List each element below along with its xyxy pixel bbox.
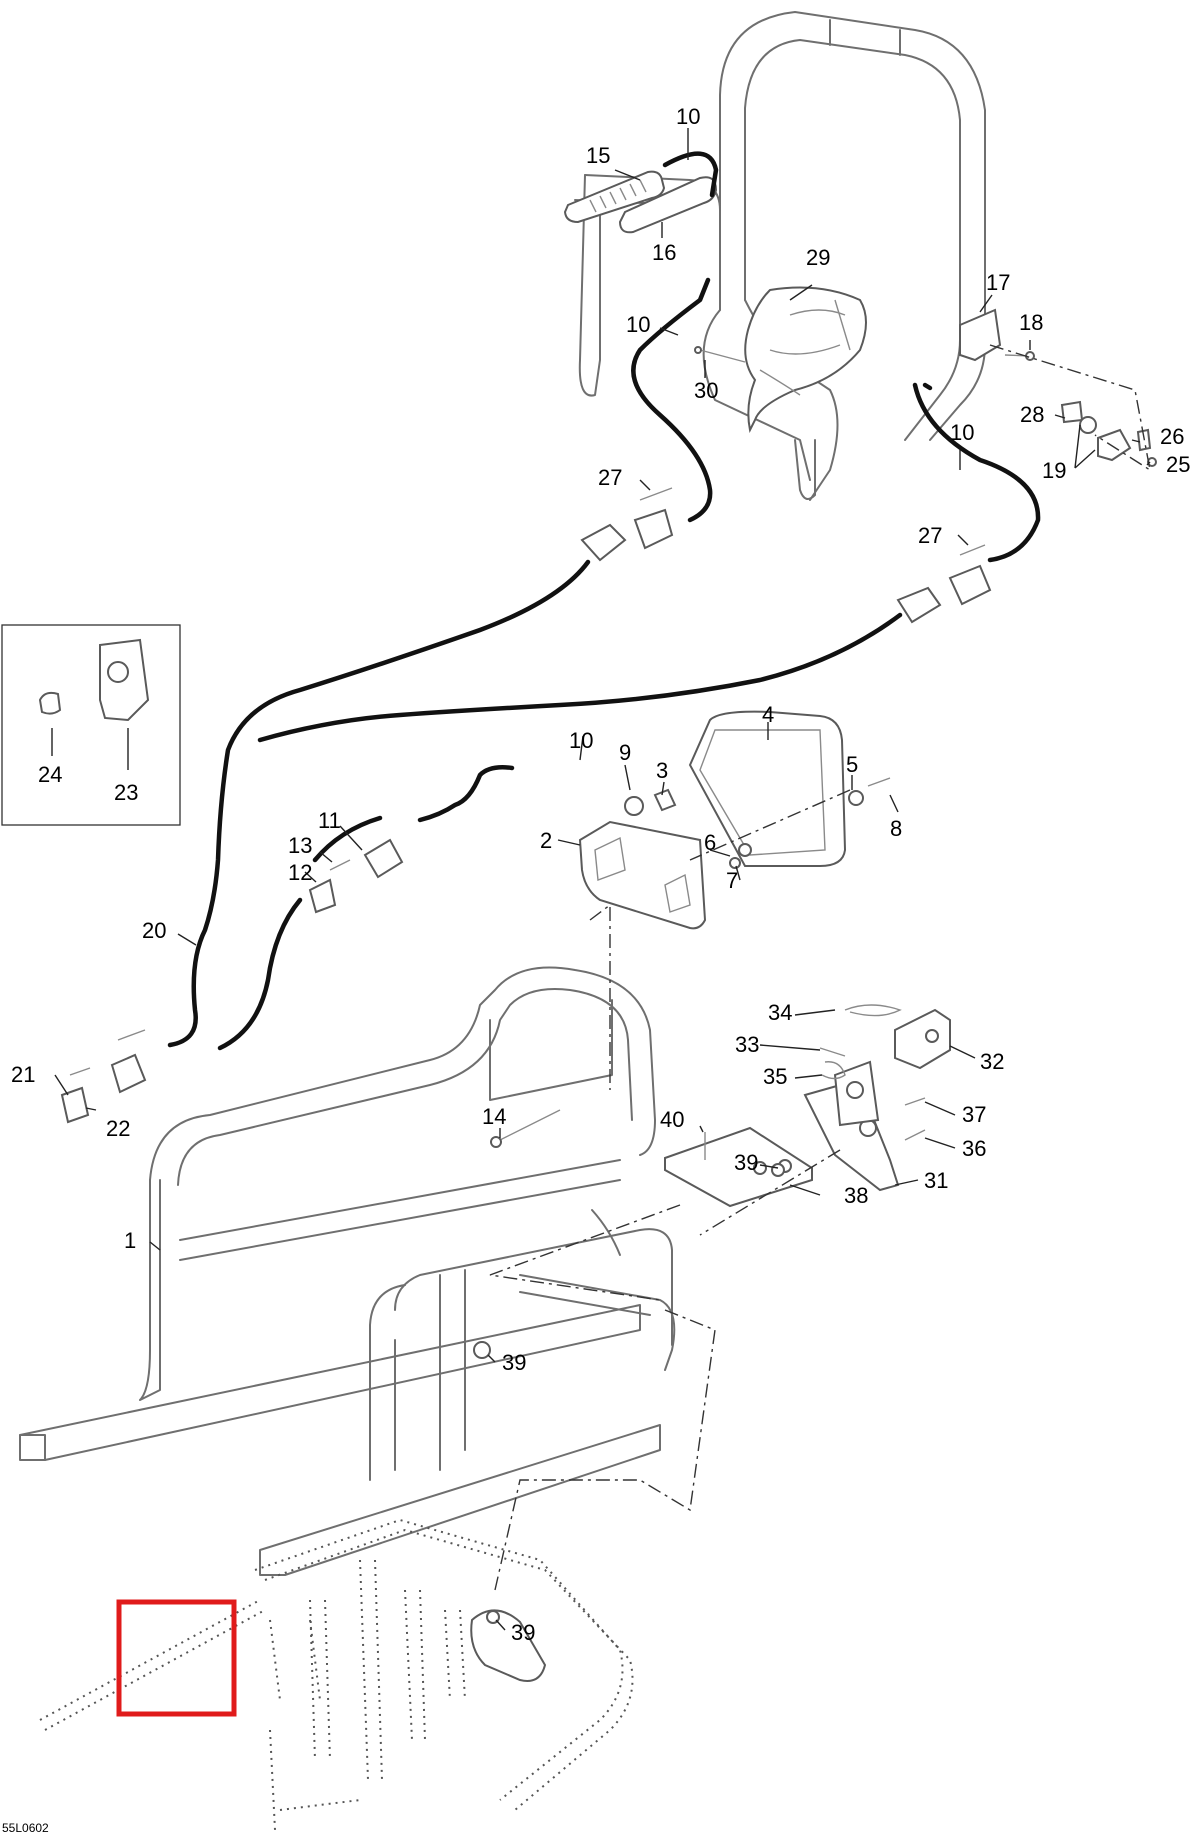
connector-12 (308, 878, 337, 914)
callout-16: 16 (652, 240, 676, 265)
hand-grip (563, 170, 666, 224)
callout-23: 23 (114, 780, 138, 805)
connector-pair-right (896, 544, 992, 624)
callout-1: 1 (124, 1228, 136, 1253)
callout-40: 40 (660, 1107, 684, 1132)
callout-35: 35 (763, 1064, 787, 1089)
callout-10: 10 (569, 728, 593, 753)
detail-inset (1, 624, 181, 826)
callout-39: 39 (502, 1350, 526, 1375)
leader-lines (51, 128, 1151, 1631)
callout-38: 38 (844, 1183, 868, 1208)
callout-34: 34 (768, 1000, 792, 1025)
upper-handle-frame (574, 11, 986, 501)
callout-9: 9 (619, 740, 631, 765)
callout-10: 10 (626, 312, 650, 337)
tunnel-floor (39, 1518, 634, 1831)
callout-27: 27 (918, 523, 942, 548)
pin-13 (329, 859, 351, 871)
callout-6: 6 (704, 830, 716, 855)
callout-31: 31 (924, 1168, 948, 1193)
callout-15: 15 (586, 143, 610, 168)
connector-pair-left (580, 487, 674, 562)
assembly-lines (489, 344, 1151, 1591)
callout-19: 19 (1042, 458, 1066, 483)
drawing-code: 55L0602 (2, 1821, 49, 1835)
callout-11: 11 (318, 808, 341, 833)
callout-39: 39 (511, 1620, 535, 1645)
mounting-bracket (959, 308, 1035, 362)
callout-20: 20 (142, 918, 166, 943)
callout-4: 4 (762, 702, 774, 727)
callout-8: 8 (890, 816, 902, 841)
callout-32: 32 (980, 1049, 1004, 1074)
callout-5: 5 (846, 752, 858, 777)
callout-39: 39 (734, 1150, 758, 1175)
clip-32 (894, 1008, 951, 1070)
callout-29: 29 (806, 245, 830, 270)
callout-30: 30 (694, 378, 718, 403)
callout-21: 21 (11, 1062, 35, 1087)
callout-14: 14 (482, 1104, 506, 1129)
callout-3: 3 (656, 758, 668, 783)
highlight-box (116, 1599, 237, 1717)
switch-assembly (1060, 400, 1157, 467)
headlight-cowl (744, 286, 867, 434)
callout-18: 18 (1019, 310, 1043, 335)
callout-17: 17 (986, 270, 1010, 295)
hitch-bracket (803, 1060, 900, 1192)
callout-22: 22 (106, 1116, 130, 1141)
callout-12: 12 (288, 860, 312, 885)
callout-labels: 10 15 16 29 17 18 10 30 28 26 10 19 25 2… (11, 104, 1190, 1645)
rear-rack-frame (19, 966, 673, 1576)
callout-10: 10 (676, 104, 700, 129)
heating-element (618, 176, 718, 234)
wiring-harness (167, 151, 1041, 1051)
callout-24: 24 (38, 762, 62, 787)
callout-7: 7 (726, 868, 738, 893)
connector-21-22 (60, 1029, 147, 1124)
screw-14 (490, 1109, 561, 1148)
callout-36: 36 (962, 1136, 986, 1161)
callout-28: 28 (1020, 402, 1044, 427)
callout-25: 25 (1166, 452, 1190, 477)
callout-26: 26 (1160, 424, 1184, 449)
callout-2: 2 (540, 828, 552, 853)
nut-39-lower (473, 1341, 491, 1359)
callout-27: 27 (598, 465, 622, 490)
rear-bumper (519, 1274, 676, 1371)
callout-10: 10 (950, 420, 974, 445)
taillight-assembly (578, 710, 891, 930)
screw-30 (694, 346, 746, 363)
callout-13: 13 (288, 833, 312, 858)
callout-37: 37 (962, 1102, 986, 1127)
callout-33: 33 (735, 1032, 759, 1057)
connector-11 (363, 838, 404, 879)
